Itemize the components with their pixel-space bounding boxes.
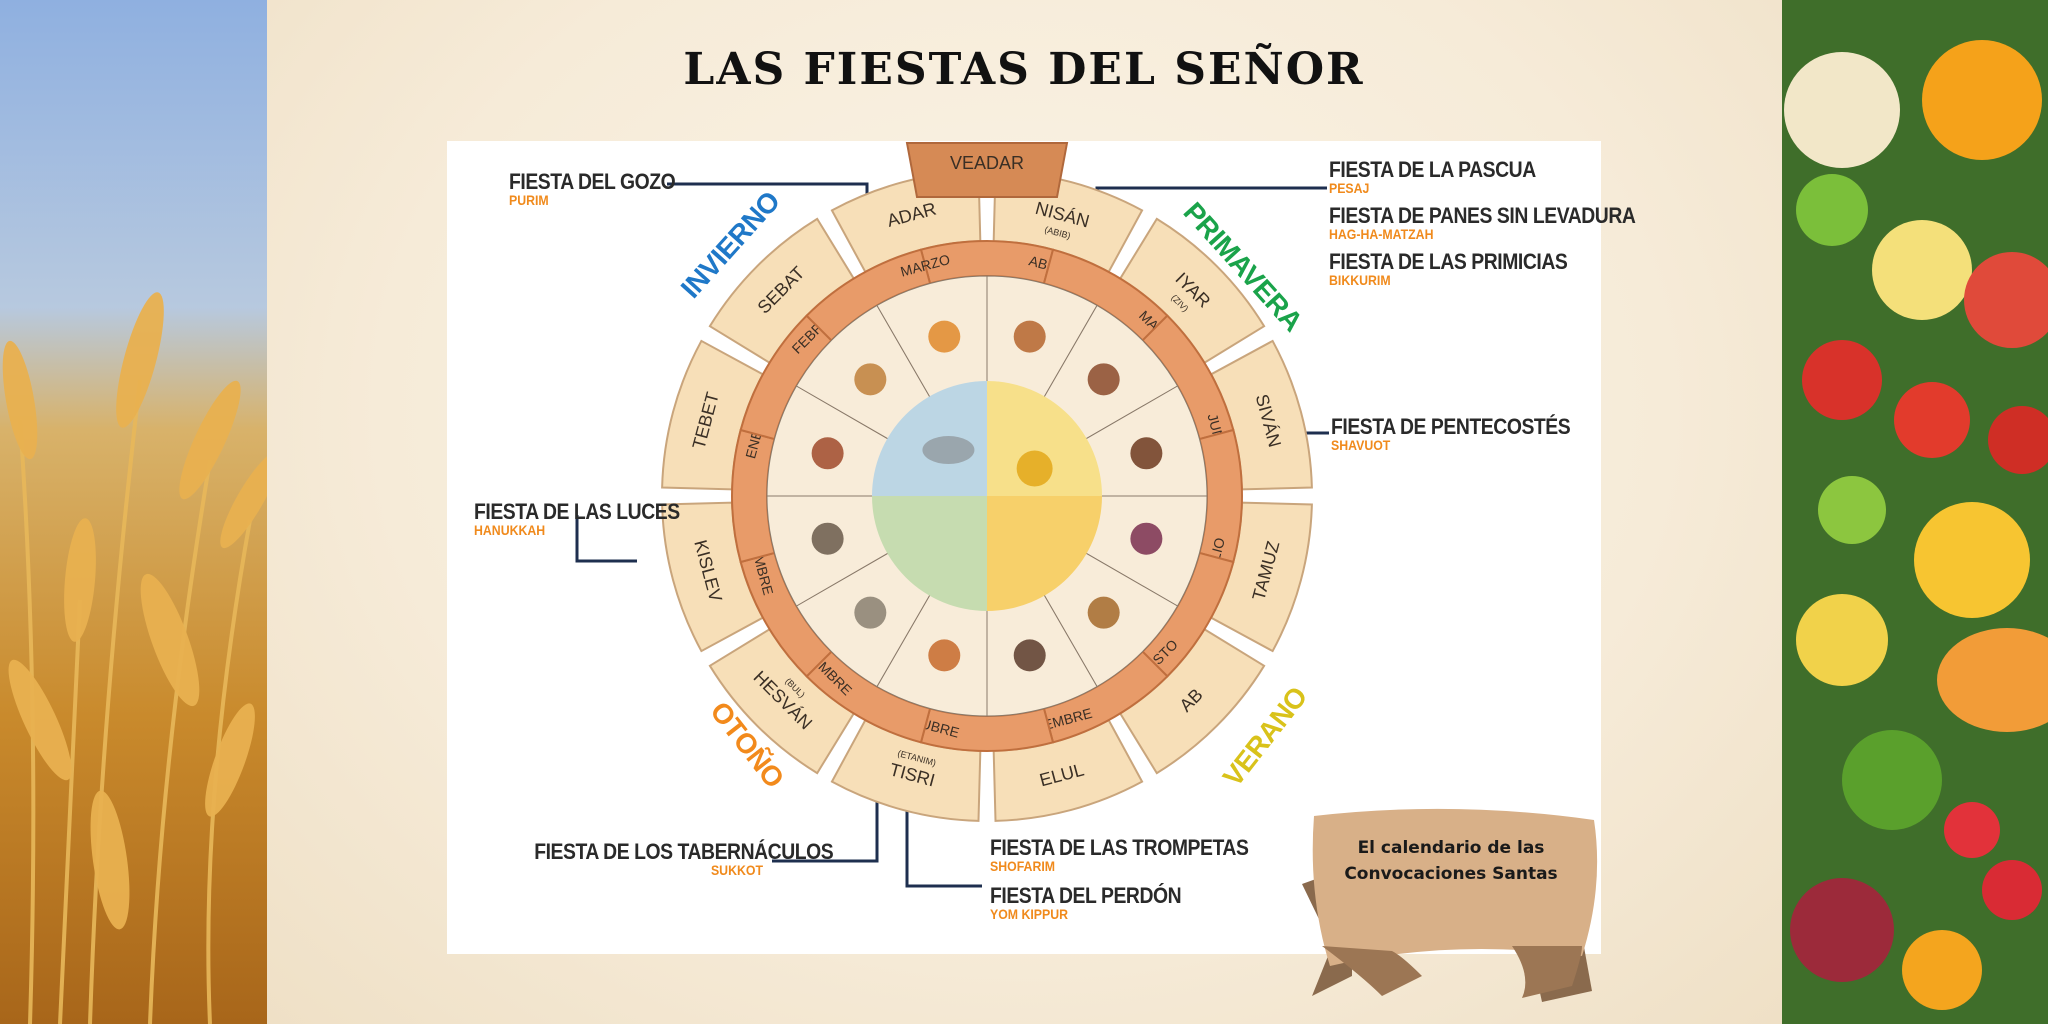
feast-matzah-name: FIESTA DE PANES SIN LEVADURA bbox=[1329, 203, 1636, 228]
page-title: LAS FIESTAS DEL SEÑOR bbox=[683, 44, 1365, 95]
feast-pesaj-name: FIESTA DE LA PASCUA bbox=[1329, 157, 1536, 182]
banner-line-2: Convocaciones Santas bbox=[1344, 863, 1558, 884]
calendar-wheel: NISÁNIYARSIVÁNTAMUZABELULTISRIHESVÁNKISL… bbox=[575, 142, 1329, 888]
feast-matzah-sub: HAG-HA-MATZAH bbox=[1329, 226, 1434, 242]
feast-shofarim-name: FIESTA DE LAS TROMPETAS bbox=[990, 835, 1249, 860]
feast-hanukkah-sub: HANUKKAH bbox=[474, 522, 546, 538]
harvest-icon bbox=[854, 363, 887, 396]
harvest-icon bbox=[1087, 596, 1120, 629]
feast-kippur-sub: YOM KIPPUR bbox=[990, 906, 1069, 922]
wheat-photo bbox=[0, 0, 267, 1024]
feast-shofarim-sub: SHOFARIM bbox=[990, 858, 1056, 874]
center-winter-quadrant bbox=[872, 381, 987, 496]
banner-line-1: El calendario de las bbox=[1357, 838, 1545, 858]
feast-hanukkah-name: FIESTA DE LAS LUCES bbox=[474, 499, 680, 524]
sun-icon bbox=[1016, 450, 1053, 487]
feast-purim-sub: PURIM bbox=[509, 192, 549, 208]
feast-shavuot: FIESTA DE PENTECOSTÉS SHAVUOT bbox=[1331, 414, 1603, 453]
harvest-icon bbox=[811, 437, 844, 470]
feast-kippur: FIESTA DEL PERDÓN YOM KIPPUR bbox=[990, 883, 1207, 922]
fruits-photo bbox=[1782, 0, 2048, 1024]
feast-sukkot: FIESTA DE LOS TABERNÁCULOS SUKKOT bbox=[503, 839, 834, 878]
harvest-icon bbox=[854, 596, 887, 629]
center-summer-quadrant bbox=[987, 496, 1102, 611]
feast-matzah: FIESTA DE PANES SIN LEVADURA HAG-HA-MATZ… bbox=[1329, 203, 1677, 242]
harvest-icon bbox=[1013, 320, 1046, 353]
leader-line bbox=[772, 786, 879, 863]
fruits-illustration bbox=[1784, 40, 2048, 1010]
feast-pesaj: FIESTA DE LA PASCUA PESAJ bbox=[1329, 157, 1564, 196]
feast-purim: FIESTA DEL GOZO PURIM bbox=[509, 169, 698, 208]
feast-bikkurim: FIESTA DE LAS PRIMICIAS BIKKURIM bbox=[1329, 249, 1600, 288]
leader-line bbox=[905, 801, 982, 888]
veadar-tab bbox=[905, 142, 1069, 198]
harvest-icon bbox=[811, 522, 844, 555]
harvest-icon bbox=[1130, 437, 1163, 470]
feast-shofarim: FIESTA DE LAS TROMPETAS SHOFARIM bbox=[990, 835, 1284, 874]
wheat-illustration bbox=[2, 292, 267, 1024]
feast-kippur-name: FIESTA DEL PERDÓN bbox=[990, 883, 1182, 908]
leader-line bbox=[575, 515, 637, 563]
harvest-icon bbox=[928, 320, 961, 353]
feast-hanukkah: FIESTA DE LAS LUCES HANUKKAH bbox=[474, 499, 708, 538]
center-spring-quadrant bbox=[987, 381, 1102, 496]
feast-shavuot-name: FIESTA DE PENTECOSTÉS bbox=[1331, 414, 1571, 439]
scroll-banner bbox=[1302, 808, 1598, 1002]
feast-purim-name: FIESTA DEL GOZO bbox=[509, 169, 676, 194]
harvest-icon bbox=[928, 639, 961, 672]
harvest-icon bbox=[1130, 522, 1163, 555]
harvest-icon bbox=[1013, 639, 1046, 672]
feast-shavuot-sub: SHAVUOT bbox=[1331, 437, 1391, 453]
feast-bikkurim-name: FIESTA DE LAS PRIMICIAS bbox=[1329, 249, 1568, 274]
feast-bikkurim-sub: BIKKURIM bbox=[1329, 272, 1391, 288]
banner-caption: El calendario de las Convocaciones Santa… bbox=[1320, 836, 1582, 887]
center-autumn-quadrant bbox=[872, 496, 987, 611]
feast-sukkot-sub: SUKKOT bbox=[710, 862, 763, 878]
feast-sukkot-name: FIESTA DE LOS TABERNÁCULOS bbox=[534, 839, 834, 864]
harvest-icon bbox=[1087, 363, 1120, 396]
veadar-label: VEADAR bbox=[950, 153, 1024, 173]
feast-pesaj-sub: PESAJ bbox=[1329, 180, 1370, 196]
cloud-icon bbox=[922, 436, 975, 465]
